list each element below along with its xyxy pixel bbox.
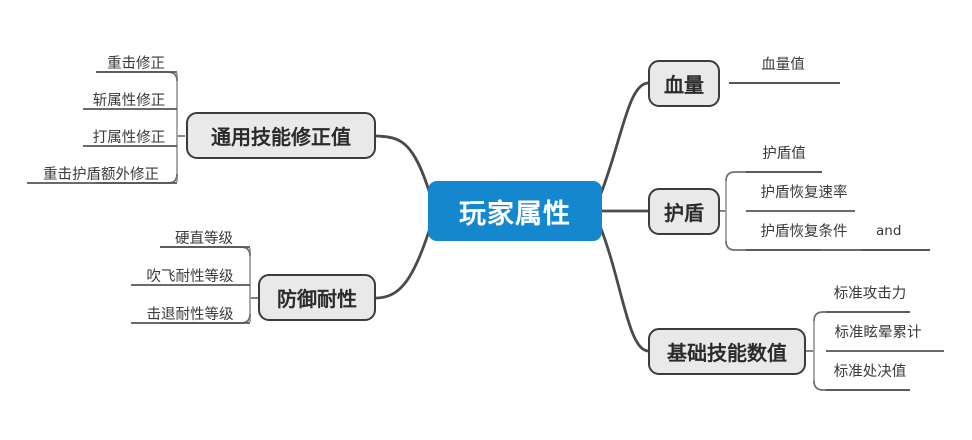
root-node-label: 玩家属性 [459,198,571,230]
branch-node-health-label: 血量 [664,73,704,97]
wire-root-to-general [374,134,432,196]
leaf-node-shield-1-label: 护盾恢复速率 [760,185,848,201]
branch-node-base-skill-values-label: 基础技能数值 [667,341,787,365]
leaf-node-general-2[interactable]: 打属性修正 [73,125,185,146]
branch-node-base-skill-values[interactable]: 基础技能数值 [648,328,806,375]
wire-root-to-base [598,224,650,353]
branch-node-defense-resistance[interactable]: 防御耐性 [258,274,376,321]
leaf-node-defense-1[interactable]: 吹飞耐性等级 [131,264,249,285]
bracket-defense-top [160,246,251,257]
leaf-node-shield-2[interactable]: 护盾恢复条件 [752,219,856,240]
leaf-node-general-0-label: 重击修正 [107,56,165,72]
leaf-node-base-1[interactable]: 标准眩晕累计 [826,320,930,341]
branch-node-defense-resistance-label: 防御耐性 [277,287,357,311]
leaf-node-general-2-label: 打属性修正 [92,130,166,146]
branch-node-shield-label: 护盾 [664,201,704,225]
leaf-node-defense-0[interactable]: 硬直等级 [160,226,248,247]
branch-node-shield[interactable]: 护盾 [648,188,720,235]
leaf-node-base-2-label: 标准处决值 [833,364,907,380]
leaf-node-general-1[interactable]: 斩属性修正 [73,88,185,109]
branch-node-general-skill-modifier-label: 通用技能修正值 [211,125,351,149]
leaf-node-general-1-label: 斩属性修正 [92,93,166,109]
leaf-node-shield-extra-and[interactable]: and [876,223,901,239]
leaf-node-shield-0[interactable]: 护盾值 [752,141,816,162]
leaf-node-shield-2-label: 护盾恢复条件 [760,224,848,240]
leaf-node-shield-1[interactable]: 护盾恢复速率 [752,180,856,201]
leaf-node-defense-0-label: 硬直等级 [175,231,233,247]
wire-root-to-health [598,81,650,198]
leaf-node-base-1-label: 标准眩晕累计 [834,325,922,341]
leaf-node-general-3[interactable]: 重击护盾额外修正 [17,162,185,183]
leaf-node-general-3-label: 重击护盾额外修正 [43,167,159,183]
bracket-shield-bot [725,240,822,251]
root-node-player-attributes[interactable]: 玩家属性 [428,181,602,241]
leaf-node-defense-2[interactable]: 击退耐性等级 [131,302,249,323]
branch-node-health[interactable]: 血量 [648,60,720,107]
leaf-node-base-2[interactable]: 标准处决值 [826,359,914,380]
leaf-node-base-0[interactable]: 标准攻击力 [826,281,914,302]
wire-root-to-defense [375,226,432,300]
bracket-base-bot [813,380,910,391]
leaf-node-base-0-label: 标准攻击力 [833,286,907,302]
leaf-node-general-0[interactable]: 重击修正 [86,51,186,72]
leaf-node-shield-extra-and-label: and [876,223,902,239]
branch-node-general-skill-modifier[interactable]: 通用技能修正值 [186,112,376,159]
leaf-node-defense-1-label: 吹飞耐性等级 [146,269,234,285]
leaf-node-defense-2-label: 击退耐性等级 [146,307,234,323]
bracket-general-top [96,71,178,82]
leaf-node-shield-0-label: 护盾值 [762,146,806,162]
leaf-node-health-0[interactable]: 血量值 [752,52,814,73]
leaf-node-health-0-label: 血量值 [761,57,805,73]
